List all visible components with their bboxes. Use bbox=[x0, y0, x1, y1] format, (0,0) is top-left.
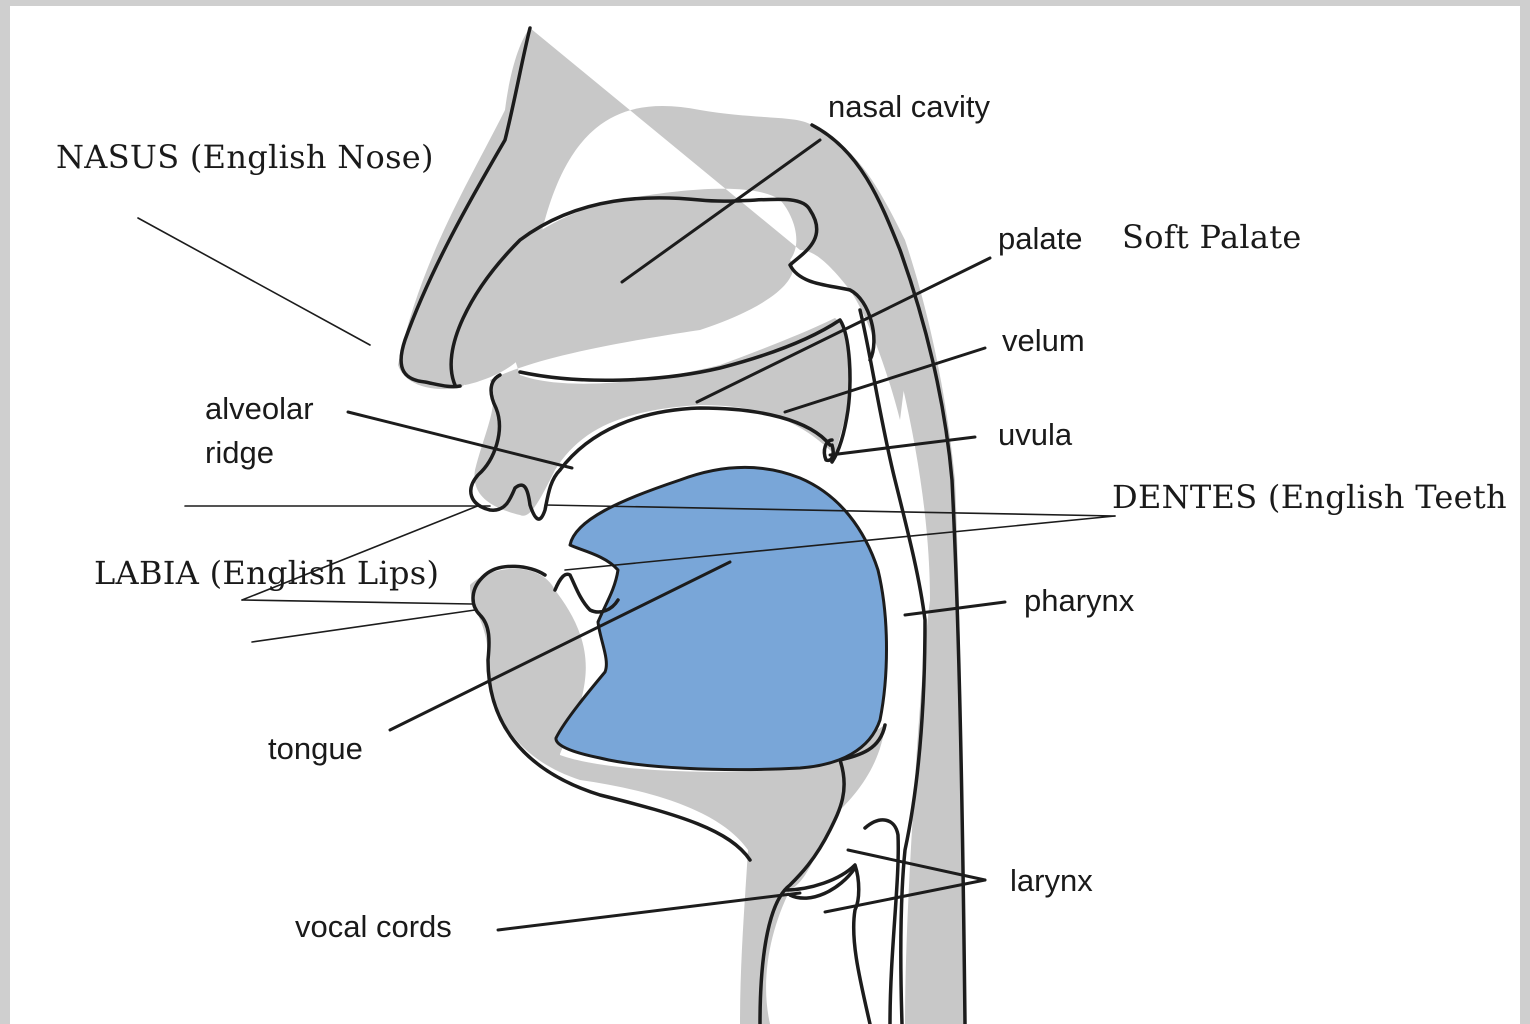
label-nasus: NASUS (English Nose) bbox=[56, 140, 434, 175]
larynx-back-outline bbox=[865, 820, 898, 1024]
tongue-shape bbox=[556, 467, 887, 769]
label-palate: palate bbox=[998, 222, 1082, 256]
leader-lip-mid bbox=[242, 600, 472, 604]
label-tongue: tongue bbox=[268, 732, 363, 766]
leader-lip-lower bbox=[252, 610, 475, 642]
label-larynx: larynx bbox=[1010, 864, 1093, 898]
label-dentes: DENTES (English Teeth bbox=[1112, 480, 1507, 515]
label-ridge: ridge bbox=[205, 436, 274, 470]
label-vocal-cords: vocal cords bbox=[295, 910, 452, 944]
label-uvula: uvula bbox=[998, 418, 1072, 452]
diagram-frame: nasal cavity NASUS (English Nose) palate… bbox=[10, 6, 1520, 1024]
label-velum: velum bbox=[1002, 324, 1085, 358]
label-labia: LABIA (English Lips) bbox=[94, 556, 439, 591]
label-alveolar: alveolar bbox=[205, 392, 314, 426]
larynx-outline bbox=[785, 865, 870, 1024]
label-nasal-cavity: nasal cavity bbox=[828, 90, 990, 124]
label-pharynx: pharynx bbox=[1024, 584, 1134, 618]
label-soft-palate: Soft Palate bbox=[1122, 220, 1302, 255]
leader-uvula bbox=[830, 437, 975, 455]
leader-nasus bbox=[138, 218, 370, 345]
